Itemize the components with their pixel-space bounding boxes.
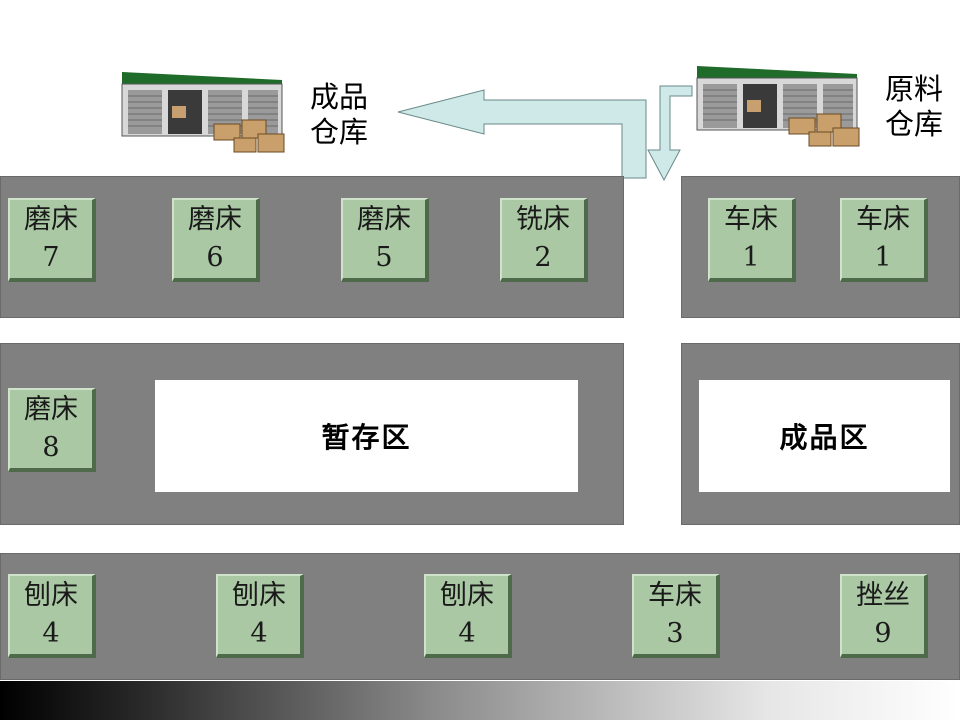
raw-warehouse-label: 原料 仓库 (885, 72, 943, 142)
machine-name: 车床 (724, 201, 778, 239)
machine-grinder-5: 磨床 5 (341, 198, 429, 282)
machine-number: 3 (666, 615, 683, 653)
machine-grinder-7: 磨床 7 (8, 198, 96, 282)
machine-number: 6 (206, 239, 223, 277)
machine-name: 车床 (856, 201, 910, 239)
machine-name: 刨床 (440, 577, 494, 615)
machine-lathe-1a: 车床 1 (708, 198, 796, 282)
machine-name: 铣床 (516, 201, 570, 239)
machine-number: 8 (42, 429, 59, 467)
machine-number: 5 (375, 239, 392, 277)
finished-warehouse-label: 成品 仓库 (310, 80, 368, 150)
machine-number: 1 (742, 239, 759, 277)
finished-warehouse-line1: 成品 (310, 80, 368, 115)
machine-number: 4 (458, 615, 475, 653)
finished-warehouse-line2: 仓库 (310, 115, 368, 150)
machine-planer-4c: 刨床 4 (424, 574, 512, 658)
machine-name: 磨床 (24, 201, 78, 239)
raw-warehouse-line2: 仓库 (885, 107, 943, 142)
footer-gradient-bar (0, 681, 960, 720)
finished-warehouse-icon (122, 72, 284, 152)
raw-warehouse-icon (697, 66, 859, 146)
machine-number: 4 (250, 615, 267, 653)
machine-name: 挫丝 (856, 577, 910, 615)
machine-planer-4b: 刨床 4 (216, 574, 304, 658)
machine-number: 7 (42, 239, 59, 277)
machine-number: 2 (534, 239, 551, 277)
machine-number: 4 (42, 615, 59, 653)
machine-grinder-6: 磨床 6 (172, 198, 260, 282)
machine-lathe-3: 车床 3 (632, 574, 720, 658)
raw-warehouse-line1: 原料 (885, 72, 943, 107)
machine-name: 磨床 (188, 201, 242, 239)
machine-mill-2: 铣床 2 (500, 198, 588, 282)
machine-name: 刨床 (232, 577, 286, 615)
finished-goods-zone: 成品区 (699, 380, 950, 492)
raw-inflow-arrow (648, 86, 692, 180)
finished-outflow-arrow (398, 90, 646, 178)
temp-storage-zone: 暂存区 (155, 380, 578, 492)
machine-planer-4a: 刨床 4 (8, 574, 96, 658)
machine-grinder-8: 磨床 8 (8, 388, 96, 472)
machine-threading-9: 挫丝 9 (840, 574, 928, 658)
machine-number: 1 (874, 239, 891, 277)
machine-name: 刨床 (24, 577, 78, 615)
machine-number: 9 (874, 615, 891, 653)
machine-lathe-1b: 车床 1 (840, 198, 928, 282)
machine-name: 磨床 (24, 391, 78, 429)
machine-name: 车床 (648, 577, 702, 615)
machine-name: 磨床 (357, 201, 411, 239)
